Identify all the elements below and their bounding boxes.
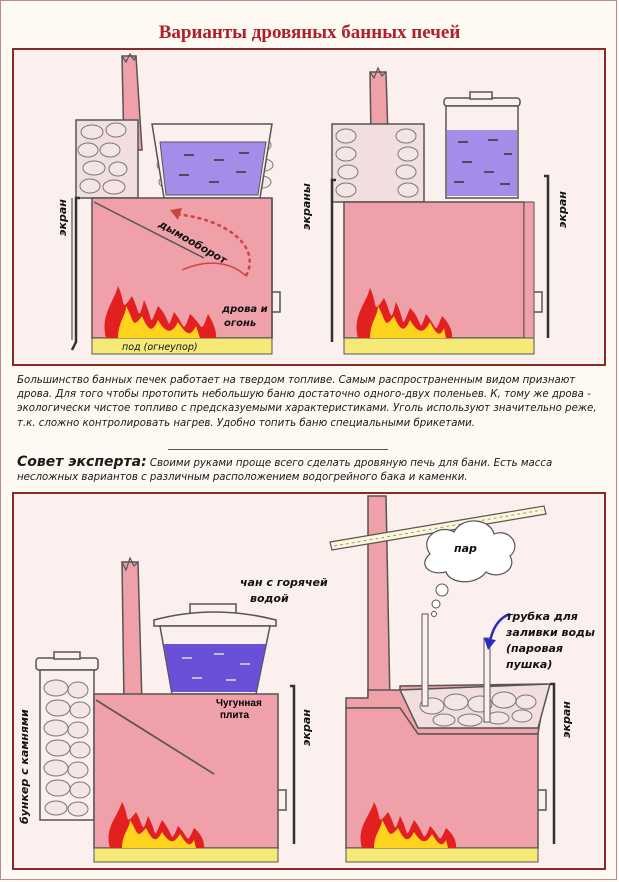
bottom-diagram-panel: чан с горячей водой Чугунная плита пар т… [12, 492, 606, 870]
label-screen-3: экран [300, 709, 313, 746]
label-firewood-1: дрова и [221, 304, 268, 315]
bottom-diagram: чан с горячей водой Чугунная плита пар т… [18, 495, 595, 863]
stove-steam [329, 495, 556, 863]
page-title: Варианты дровяных банных печей [158, 22, 461, 43]
water-tank-right [447, 130, 517, 196]
stove-right [330, 66, 550, 355]
stove-left [70, 52, 281, 355]
chimney-steam [367, 495, 391, 705]
label-cast-plate-2: плита [220, 710, 249, 721]
expert-advice: Совет эксперта: Своими руками проще всег… [17, 455, 607, 485]
hearth-right [343, 337, 535, 355]
expert-title: Совет эксперта: [17, 454, 147, 470]
fire-bunker [108, 802, 205, 848]
label-firewood-2: огонь [224, 318, 256, 329]
hearth-steam [345, 847, 539, 863]
expert-text: Своими руками проще всего сделать дровян… [17, 458, 553, 484]
label-hearth: под (огнеупор) [122, 342, 198, 353]
label-tube-2: заливки воды [505, 626, 595, 639]
label-steam: пар [454, 542, 477, 555]
hearth-bunker [93, 847, 279, 863]
intro-paragraph: Большинство банных печек работает на тве… [17, 375, 597, 429]
label-screen-2: экран [556, 191, 569, 228]
water-tank-hot [164, 644, 266, 692]
steam-pipe [329, 505, 547, 551]
label-screen-4: экран [560, 701, 573, 738]
label-tube-3: (паровая [506, 642, 563, 655]
steam-tube [483, 637, 491, 723]
chimney-bunker [121, 561, 143, 705]
label-screens: экраны [300, 183, 313, 230]
fire-left [104, 286, 217, 338]
water-tank-left [159, 141, 267, 196]
label-cast-plate-1: Чугунная [216, 698, 262, 709]
divider [168, 449, 388, 450]
draft-arrow [173, 212, 251, 277]
top-diagram-panel: экран экраны экран дымооборот дрова и ог… [12, 48, 606, 366]
label-tube-4: пушка) [506, 658, 552, 671]
fire-steam [360, 802, 457, 848]
label-hot-tank-2: водой [250, 592, 289, 605]
stove-bunker [35, 556, 296, 863]
label-hot-tank-1: чан с горячей [240, 576, 328, 589]
label-screen-1: экран [56, 199, 69, 236]
label-tube-1: трубка для [506, 610, 578, 623]
steam-cloud [424, 520, 516, 583]
label-bunker: бункер с камнями [18, 709, 31, 824]
top-diagram: экран экраны экран дымооборот дрова и ог… [56, 52, 569, 355]
fire-right [356, 288, 453, 338]
